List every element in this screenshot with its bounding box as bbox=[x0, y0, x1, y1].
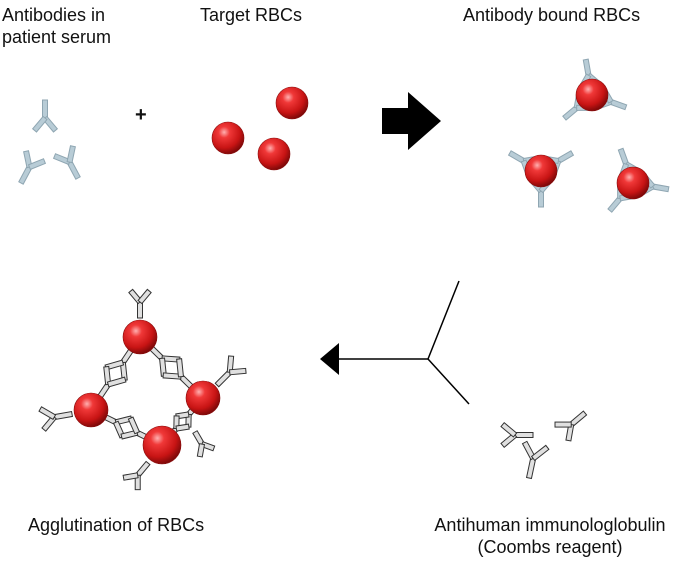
red-blood-cell bbox=[185, 380, 221, 416]
coombs-label-line1: Antihuman immunologlobulin bbox=[434, 515, 666, 535]
coombs-antibodies-group bbox=[500, 410, 588, 480]
antibody-icon bbox=[554, 410, 588, 442]
plus-sign: + bbox=[135, 104, 147, 126]
coombs-reagent-label: Antihuman immunologlobulin (Coombs reage… bbox=[415, 514, 685, 558]
antibodies-label-line1: Antibodies in bbox=[2, 5, 106, 25]
antibody-icon bbox=[192, 430, 216, 458]
antibodies-label-line2: patient serum bbox=[2, 27, 112, 47]
antibody-icon bbox=[500, 421, 534, 449]
antibody-icon bbox=[214, 355, 247, 388]
coombs-label-line2: (Coombs reagent) bbox=[477, 537, 623, 557]
antibody-icon bbox=[122, 460, 151, 491]
antibody-icon bbox=[52, 145, 81, 180]
red-blood-cell bbox=[275, 86, 309, 120]
rbc-layer bbox=[73, 78, 650, 465]
antibody-bound-rbcs-group bbox=[507, 58, 670, 213]
coombs-arrow-head bbox=[320, 343, 339, 375]
red-blood-cell bbox=[257, 137, 291, 171]
reaction-arrow bbox=[382, 92, 441, 150]
red-blood-cell bbox=[575, 78, 609, 112]
red-blood-cell bbox=[211, 121, 245, 155]
antibody-bound-label: Antibody bound RBCs bbox=[463, 5, 641, 25]
red-blood-cell bbox=[524, 154, 558, 188]
antibody-icon bbox=[18, 150, 47, 185]
antibody-icon bbox=[128, 288, 152, 319]
antibody-icon bbox=[31, 99, 59, 133]
antibody-icon bbox=[38, 406, 74, 432]
coombs-addition-arrow bbox=[335, 280, 470, 405]
antibody-icon bbox=[521, 440, 550, 480]
red-blood-cell bbox=[142, 425, 182, 465]
serum-antibodies-group bbox=[18, 99, 81, 185]
red-blood-cell bbox=[616, 166, 650, 200]
target-rbcs-label: Target RBCs bbox=[200, 5, 303, 25]
red-blood-cell bbox=[122, 319, 158, 355]
red-blood-cell bbox=[73, 392, 109, 428]
agglutination-label: Agglutination of RBCs bbox=[28, 515, 205, 535]
antibodies-label: Antibodies in patient serum bbox=[2, 4, 111, 48]
